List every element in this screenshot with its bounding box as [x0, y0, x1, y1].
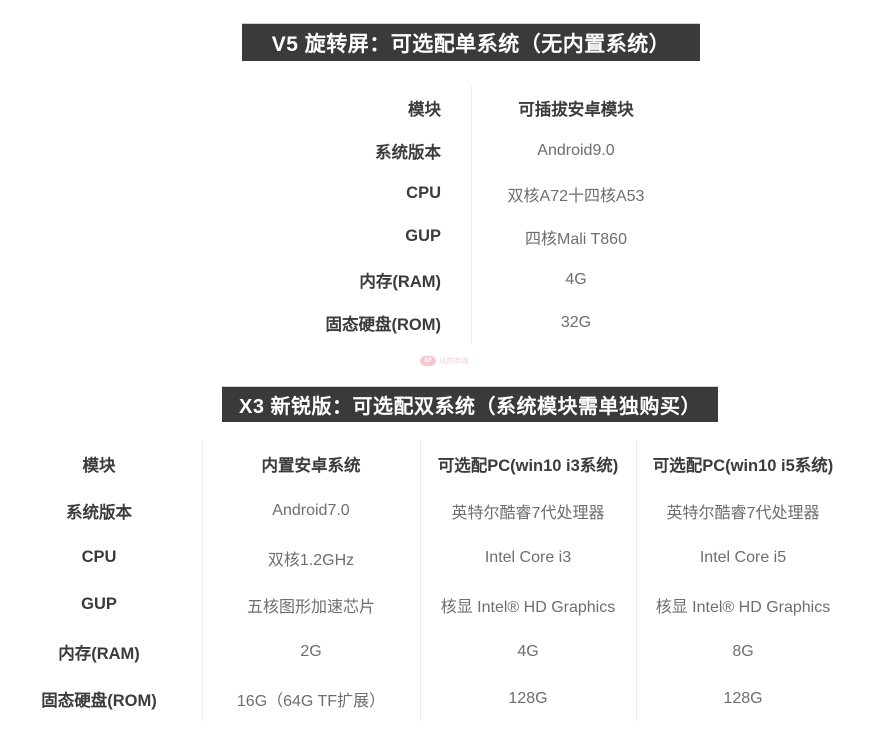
section-banner-x3: X3 新锐版：可选配双系统（系统模块需单独购买） — [222, 387, 718, 422]
table-row: 系统版本 Android7.0 英特尔酷睿7代处理器 英特尔酷睿7代处理器 — [0, 487, 888, 534]
table-row: 内存(RAM) 4G — [246, 258, 696, 301]
spec-value-pc-i5: 可选配PC(win10 i5系统) — [652, 456, 834, 475]
spec-value-android: 16G（64G TF扩展） — [236, 692, 386, 710]
spec-value-pc-i5: 128G — [723, 689, 763, 707]
spec-value-android: 双核1.2GHz — [267, 551, 355, 569]
spec-value-android: 五核图形加速芯片 — [246, 598, 375, 616]
spec-value-pc-i3: 英特尔酷睿7代处理器 — [451, 504, 605, 522]
spec-label: 内存(RAM) — [58, 644, 140, 663]
table-row: CPU 双核A72十四核A53 — [246, 172, 696, 215]
spec-value: 4G — [565, 270, 587, 288]
spec-value-pc-i3: Intel Core i3 — [484, 548, 572, 566]
table-row: 系统版本 Android9.0 — [246, 129, 696, 172]
spec-label: CPU — [406, 184, 441, 202]
watermark-badge: XF — [420, 356, 437, 366]
spec-value: 四核Mali T860 — [525, 230, 627, 248]
watermark: XF 讯防商城 — [420, 356, 469, 366]
spec-value: 可插拔安卓模块 — [518, 100, 634, 119]
spec-label: 固态硬盘(ROM) — [325, 315, 441, 334]
table-row: 内存(RAM) 2G 4G 8G — [0, 628, 888, 675]
spec-value-android: Android7.0 — [272, 501, 350, 519]
spec-label: 模块 — [82, 456, 116, 475]
table-row: 固态硬盘(ROM) 32G — [246, 301, 696, 344]
column-divider — [420, 440, 421, 721]
spec-label: 系统版本 — [66, 503, 132, 522]
spec-label: 内存(RAM) — [359, 272, 441, 291]
spec-label: CPU — [81, 548, 117, 566]
section-banner-v5: V5 旋转屏：可选配单系统（无内置系统） — [242, 24, 700, 61]
spec-table-x3: 模块 内置安卓系统 可选配PC(win10 i3系统) 可选配PC(win10 … — [0, 440, 888, 725]
spec-value: 双核A72十四核A53 — [507, 187, 645, 205]
table-row: GUP 五核图形加速芯片 核显 Intel® HD Graphics 核显 In… — [0, 581, 888, 628]
column-divider — [202, 440, 203, 721]
spec-label: 固态硬盘(ROM) — [41, 691, 157, 710]
spec-value-pc-i3: 4G — [517, 642, 539, 660]
spec-value-pc-i5: 8G — [732, 642, 754, 660]
spec-label: 系统版本 — [375, 143, 441, 162]
spec-value-android: 内置安卓系统 — [261, 456, 361, 475]
column-divider — [471, 86, 472, 344]
table-row: 模块 可插拔安卓模块 — [246, 86, 696, 129]
table-row: GUP 四核Mali T860 — [246, 215, 696, 258]
spec-value-pc-i5: Intel Core i5 — [699, 548, 787, 566]
spec-value-pc-i5: 英特尔酷睿7代处理器 — [666, 504, 820, 522]
spec-value-pc-i3: 128G — [508, 689, 548, 707]
spec-label: 模块 — [408, 100, 441, 119]
spec-value-android: 2G — [300, 642, 322, 660]
spec-value-pc-i3: 核显 Intel® HD Graphics — [440, 598, 616, 616]
table-row: CPU 双核1.2GHz Intel Core i3 Intel Core i5 — [0, 534, 888, 581]
spec-value: 32G — [560, 313, 592, 331]
spec-value-pc-i3: 可选配PC(win10 i3系统) — [437, 456, 619, 475]
column-divider — [636, 440, 637, 721]
spec-value: Android9.0 — [537, 141, 615, 159]
spec-value-pc-i5: 核显 Intel® HD Graphics — [655, 598, 831, 616]
watermark-label: 讯防商城 — [439, 358, 469, 365]
spec-table-v5: 模块 可插拔安卓模块 系统版本 Android9.0 CPU 双核A72十四核A… — [246, 86, 696, 344]
spec-label: GUP — [405, 227, 441, 245]
table-row: 模块 内置安卓系统 可选配PC(win10 i3系统) 可选配PC(win10 … — [0, 440, 888, 487]
table-row: 固态硬盘(ROM) 16G（64G TF扩展） 128G 128G — [0, 675, 888, 722]
spec-label: GUP — [81, 595, 117, 613]
